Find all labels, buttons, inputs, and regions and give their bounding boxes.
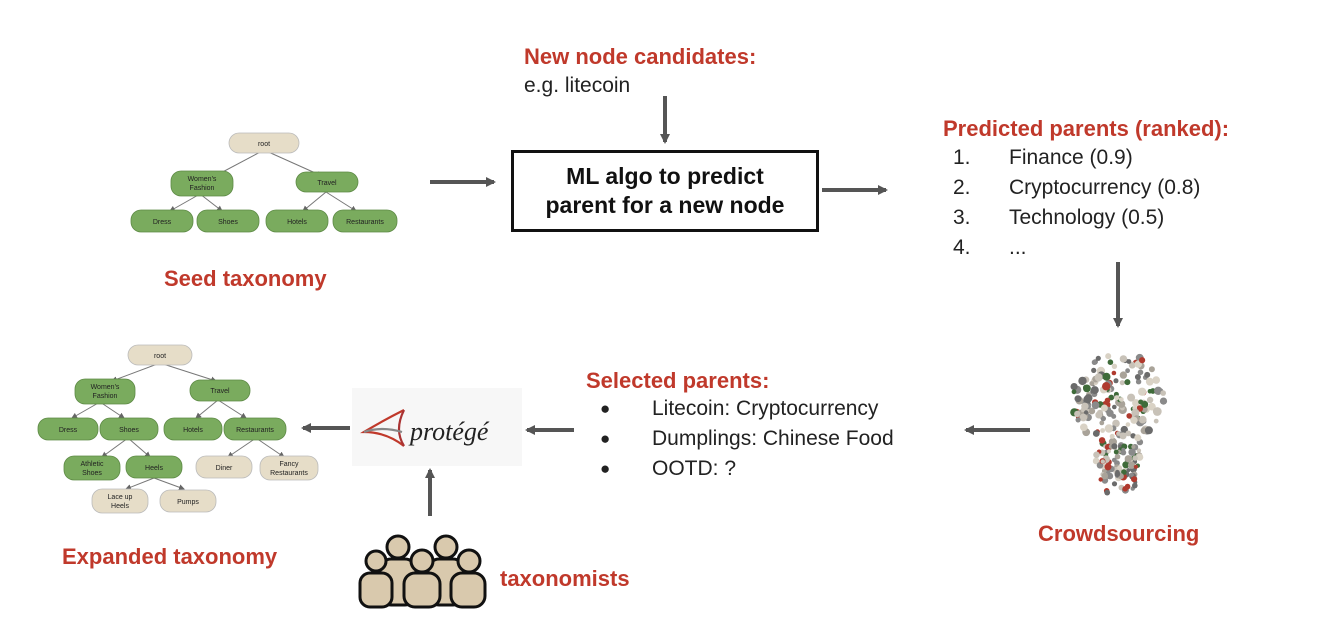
seed-node-root-label: root: [258, 141, 270, 148]
exp-node-travel: [189, 379, 251, 402]
svg-text:Shoes: Shoes: [119, 427, 139, 434]
svg-text:Diner: Diner: [216, 465, 233, 472]
people-icon: [358, 534, 487, 609]
crowdsourcing-caption: Crowdsourcing: [1038, 521, 1200, 546]
svg-text:Women's: Women's: [91, 384, 120, 391]
exp-node-shoes: [99, 417, 159, 441]
svg-text:Fancy: Fancy: [279, 461, 299, 468]
new-nodes-example: e.g. litecoin: [524, 74, 631, 97]
taxonomists-label: taxonomists: [500, 566, 630, 591]
seed-node-restaurants: [332, 209, 398, 233]
svg-text:root: root: [154, 353, 166, 360]
exp-node-pumps: [159, 489, 217, 513]
selected-parents-list: ● Litecoin: Cryptocurrency ● Dumplings: …: [600, 397, 894, 480]
exp-node-diner: [195, 455, 253, 479]
svg-text:Fashion: Fashion: [190, 185, 215, 192]
protege-emblem-icon: [360, 409, 405, 447]
crowd-lightbulb-icon: [1070, 353, 1168, 496]
seed-node-hotels: [265, 209, 329, 233]
svg-text:Restaurants: Restaurants: [270, 470, 308, 477]
svg-text:Women's: Women's: [188, 176, 217, 183]
expanded-taxonomy-caption: Expanded taxonomy: [62, 544, 278, 569]
exp-node-root: [127, 344, 193, 366]
exp-node-lace-up-heels: [91, 488, 149, 514]
svg-text:Dress: Dress: [59, 427, 78, 434]
seed-node-travel: [295, 171, 359, 193]
ml-box-line2: parent for a new node: [545, 192, 785, 218]
svg-text:Fashion: Fashion: [93, 393, 118, 400]
svg-text:Athletic: Athletic: [81, 461, 104, 468]
exp-node-dress: [37, 417, 99, 441]
svg-text:Dress: Dress: [153, 219, 172, 226]
seed-node-dress: [130, 209, 194, 233]
svg-text:Heels: Heels: [111, 503, 129, 510]
seed-node-root: [228, 132, 300, 154]
exp-node-fancy-restaurants: [259, 455, 319, 481]
ml-algorithm-box: ML algo to predict parent for a new node: [511, 150, 819, 232]
predicted-parents-title: Predicted parents (ranked):: [943, 116, 1230, 141]
new-nodes-title: New node candidates:: [524, 44, 757, 69]
ml-box-line1: ML algo to predict: [566, 163, 764, 189]
svg-text:Travel: Travel: [210, 388, 230, 395]
svg-text:Hotels: Hotels: [183, 427, 203, 434]
protege-logo: protégé: [352, 388, 522, 466]
exp-node-athletic-shoes: [63, 455, 121, 481]
svg-text:Restaurants: Restaurants: [236, 427, 274, 434]
predicted-parents-list: 1. Finance (0.9) 2. Cryptocurrency (0.8)…: [953, 146, 1201, 259]
selected-parents-title: Selected parents:: [586, 368, 770, 393]
exp-node-hotels: [163, 417, 223, 441]
svg-text:Lace up: Lace up: [108, 494, 133, 501]
seed-taxonomy-caption: Seed taxonomy: [164, 266, 327, 291]
svg-text:Travel: Travel: [317, 180, 337, 187]
exp-node-womens-fashion: [74, 378, 136, 405]
protege-logo-text: protégé: [408, 417, 490, 446]
seed-node-shoes: [196, 209, 260, 233]
exp-node-heels: [125, 455, 183, 479]
svg-text:Restaurants: Restaurants: [346, 219, 384, 226]
flow-arrows: [301, 96, 1123, 516]
svg-text:Shoes: Shoes: [82, 470, 102, 477]
svg-text:Shoes: Shoes: [218, 219, 238, 226]
svg-text:Heels: Heels: [145, 465, 163, 472]
svg-text:Hotels: Hotels: [287, 219, 307, 226]
seed-node-womens-fashion: [170, 170, 234, 197]
seed-taxonomy-tree: root Women's Fashion Travel Dress Shoes …: [130, 132, 398, 233]
exp-node-restaurants: [223, 417, 287, 441]
svg-text:Pumps: Pumps: [177, 499, 199, 506]
expanded-taxonomy-tree: root Women's Fashion Travel Dress Shoes …: [37, 344, 319, 514]
